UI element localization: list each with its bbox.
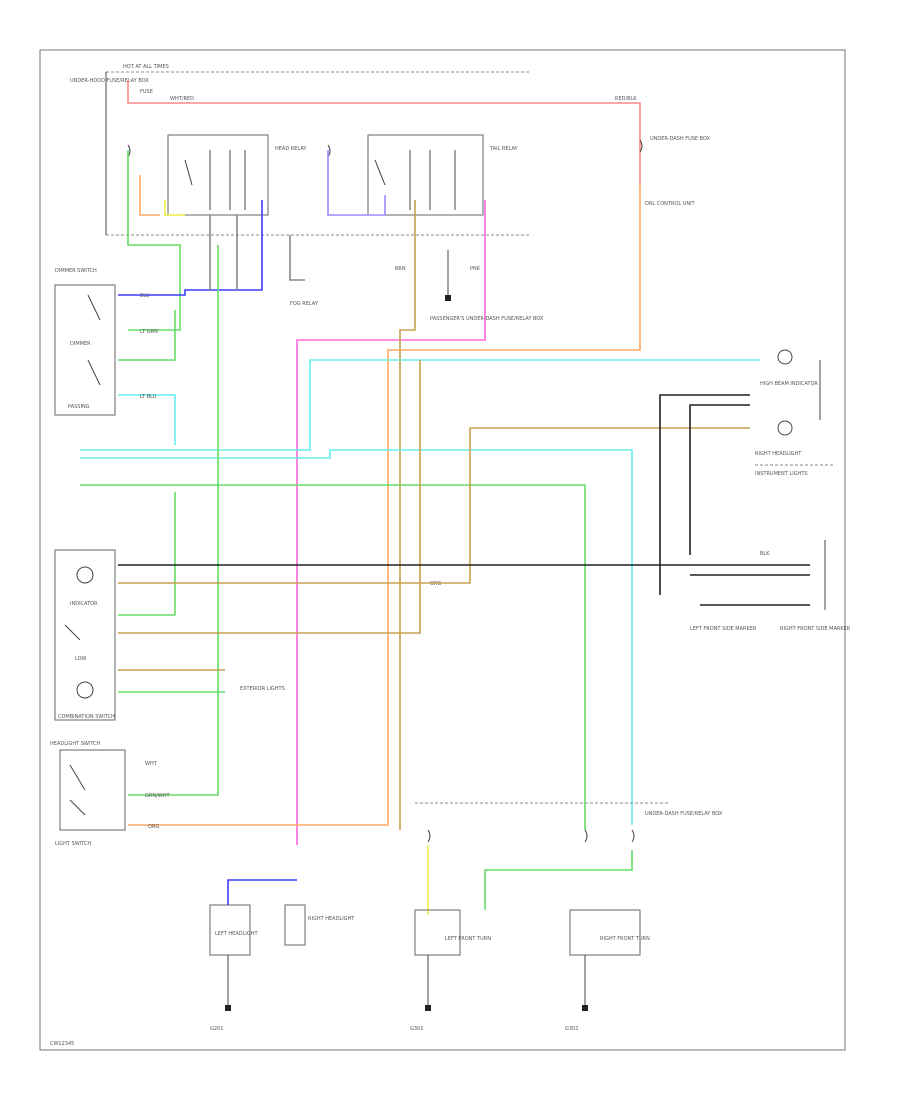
light-switch-box	[59, 749, 126, 831]
dash-fuse-label: UNDER-DASH FUSE BOX	[650, 136, 711, 142]
wire-green-lower	[484, 850, 633, 910]
dimmer-label: DIMMER	[70, 341, 91, 347]
right-headlight-sub-label: RIGHT HEADLIGHT	[755, 451, 802, 457]
wire-label-brn: BRN	[395, 266, 406, 272]
wire-label-red-blk: RED/BLK	[615, 96, 637, 102]
wire-label-grn-wht: GRN/WHT	[145, 793, 170, 799]
head-relay-switch	[184, 150, 246, 210]
passing-label: PASSING	[68, 404, 90, 410]
high-beam-indicator-label: HIGH BEAM INDICATOR	[760, 381, 818, 387]
right-headlight-assembly	[284, 904, 306, 946]
dimmer-switch-symbol	[87, 294, 101, 386]
combo-switch-symbol	[64, 624, 81, 641]
tail-relay-switch	[374, 150, 456, 210]
wire-blue	[118, 200, 263, 296]
head-relay-box	[167, 134, 269, 216]
left-front-side-marker-label: LEFT FRONT SIDE MARKER	[690, 626, 757, 632]
ground-upper-symbol	[445, 295, 451, 301]
left-headlight-label: LEFT HEADLIGHT	[215, 931, 258, 937]
wire-blue-lower	[227, 879, 297, 905]
underhood-fuse-box-label: UNDER-HOOD FUSE/RELAY BOX	[70, 78, 149, 84]
wire-lavender-tail	[327, 150, 386, 216]
combination-switch-box	[54, 549, 116, 721]
combo-bulb-2	[76, 681, 94, 699]
diagram-border	[39, 49, 846, 1051]
passenger-fuse-box-label: PASSENGER'S UNDER-DASH FUSE/RELAY BOX	[430, 316, 544, 322]
wire-black-4	[690, 574, 810, 606]
combo-bulb-1	[76, 566, 94, 584]
ground-right-label: G302	[565, 1026, 578, 1032]
wire-cyan-lower	[80, 449, 633, 825]
tail-relay-label: TAIL RELAY	[489, 146, 519, 152]
wire-tan-lower	[118, 360, 421, 634]
drl-unit-label: DRL CONTROL UNIT	[645, 201, 696, 207]
wire-orange-main	[128, 185, 641, 826]
lower-fuse-3	[631, 829, 635, 843]
wire-tan	[399, 200, 416, 830]
ground-left-label: G201	[210, 1026, 223, 1032]
dimmer-switch-box	[54, 284, 116, 416]
fuse-main-label: FUSE	[140, 89, 153, 95]
light-switch-symbol	[69, 764, 86, 816]
wire-pink	[296, 200, 486, 845]
fuse-symbol-3	[639, 139, 643, 153]
instrument-lights-label: INSTRUMENT LIGHTS	[755, 471, 808, 477]
wire-label-wht: WHT	[145, 761, 158, 767]
wire-label-org: ORG	[430, 581, 441, 587]
left-front-turn-label: LEFT FRONT TURN	[445, 936, 491, 942]
wire-green-long	[80, 484, 586, 830]
wire-green-left	[127, 150, 181, 331]
wire-grey-3	[289, 235, 305, 281]
indicator-label: INDICATOR	[70, 601, 98, 607]
tail-relay-box	[367, 134, 484, 216]
headlight-switch-label: HEADLIGHT SWITCH	[50, 741, 101, 747]
left-front-turn-assembly	[414, 909, 461, 956]
footer-code: CW12345	[50, 1041, 74, 1047]
low-label: LOW	[75, 656, 87, 662]
right-front-turn-label: RIGHT FRONT TURN	[600, 936, 650, 942]
high-beam-indicator-bulb	[777, 349, 793, 365]
wire-label-lt-grn: LT GRN	[140, 329, 158, 335]
wire-label-blu: BLU	[140, 293, 150, 299]
light-switch-label: LIGHT SWITCH	[55, 841, 91, 847]
lower-fuse-2	[584, 829, 588, 843]
wire-orange-small	[139, 175, 160, 216]
wire-black-2	[689, 404, 750, 555]
ground-mid	[425, 1005, 431, 1011]
ground-left	[225, 1005, 231, 1011]
exterior-lights-label: EXTERIOR LIGHTS	[240, 686, 285, 692]
right-headlight-indicator-bulb	[777, 420, 793, 436]
wire-label-wht-red: WHT/RED	[170, 96, 194, 102]
wire-green-mid	[128, 245, 219, 796]
wire-cyan-dimmer	[118, 394, 176, 445]
lower-fuse-box-label: UNDER-DASH FUSE/RELAY BOX	[645, 811, 723, 817]
combination-switch-label: COMBINATION SWITCH	[58, 714, 115, 720]
dimmer-switch-label: DIMMER SWITCH	[55, 268, 97, 274]
fog-relay-label: FOG RELAY	[290, 301, 319, 307]
wire-label-pnk: PNK	[470, 266, 481, 272]
wire-green-dimmer	[118, 310, 176, 361]
wire-cyan-long	[80, 359, 760, 451]
right-front-turn-assembly	[569, 909, 641, 956]
ground-mid-label: G301	[410, 1026, 423, 1032]
wire-black-3	[659, 394, 750, 595]
wire-label-blk: BLK	[760, 551, 770, 557]
right-front-side-marker-label: RIGHT FRONT SIDE MARKER	[780, 626, 851, 632]
ground-right	[582, 1005, 588, 1011]
right-headlight-label: RIGHT HEADLIGHT	[308, 916, 355, 922]
left-headlight-assembly	[209, 904, 251, 956]
wire-red-main	[127, 80, 641, 185]
head-relay-label: HEAD RELAY	[275, 146, 307, 152]
wire-tan-long	[118, 427, 750, 584]
wire-yellow-small	[164, 200, 185, 216]
hot-at-all-times-label: HOT AT ALL TIMES	[123, 64, 169, 70]
wire-green-lower-left	[118, 492, 176, 616]
lower-fuse-1	[427, 829, 431, 843]
wire-label-lt-blu: LT BLU	[140, 394, 157, 400]
wire-label-org-2: ORG	[148, 824, 159, 830]
